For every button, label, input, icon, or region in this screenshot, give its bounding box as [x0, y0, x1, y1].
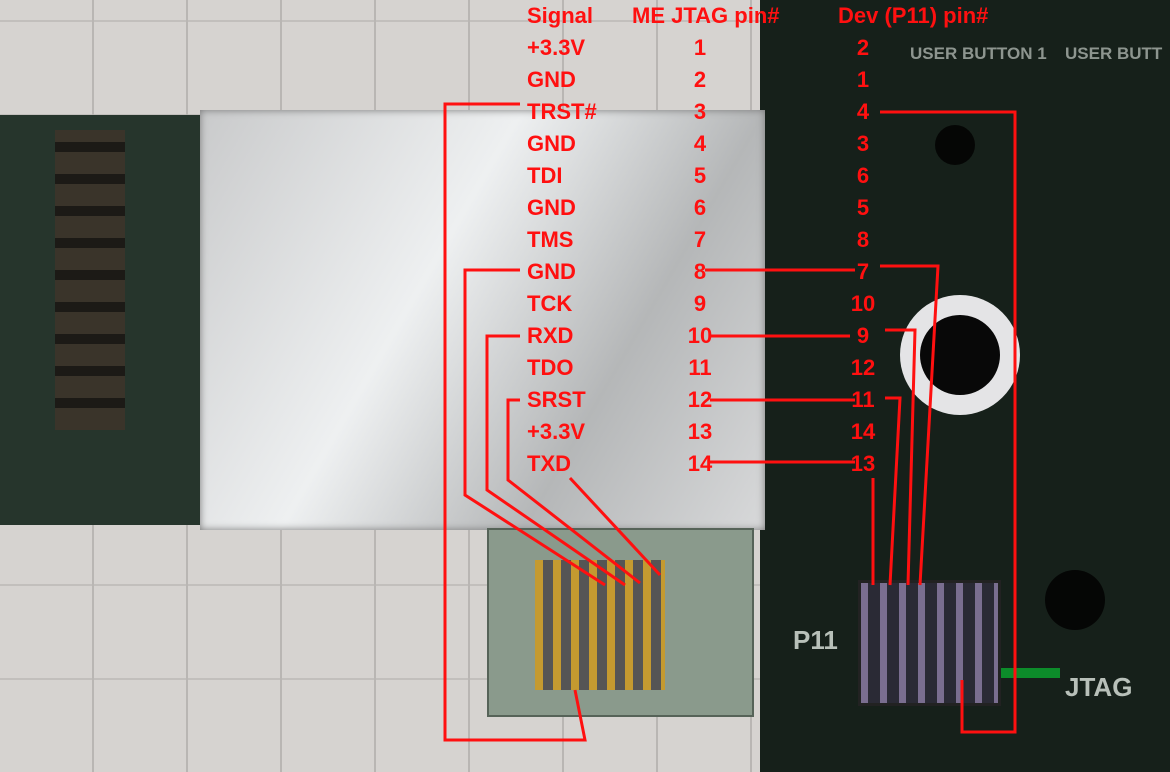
p11-connector — [858, 580, 1001, 706]
signal-cell: GND — [527, 259, 576, 284]
dev-pin-cell: 9 — [856, 323, 870, 348]
signal-cell: GND — [527, 67, 576, 92]
silk-jtag: JTAG — [1065, 672, 1133, 702]
signal-cell: +3.3V — [527, 419, 586, 444]
signal-cell: TCK — [527, 291, 573, 316]
dev-pin-cell: 3 — [856, 131, 870, 156]
silk-user-button-2: USER BUTT — [1065, 44, 1163, 63]
me-pin-cell: 3 — [693, 99, 707, 124]
me-pin-cell: 11 — [688, 355, 712, 380]
line-rxd-left — [485, 334, 626, 587]
me-pin-cell: 2 — [693, 67, 707, 92]
dev-pin-cell: 14 — [850, 419, 876, 444]
me-pin-cell: 10 — [687, 323, 713, 348]
me-pin-cell: 13 — [687, 419, 713, 444]
me-pin-cell: 9 — [693, 291, 707, 316]
mounting-hole — [935, 125, 975, 165]
line-trst-right — [880, 110, 1017, 734]
pcb-trace — [1000, 668, 1060, 678]
dev-pin-cell: 12 — [850, 355, 876, 380]
dev-pin-cell: 11 — [851, 387, 875, 412]
header-me-pin: ME JTAG pin# — [632, 3, 780, 28]
line-rxd-right — [885, 328, 917, 586]
header-dev-pin: Dev (P11) pin# — [838, 3, 989, 28]
me-pin-cell: 14 — [687, 451, 713, 476]
left-header — [55, 130, 125, 430]
me-pin-cell: 4 — [693, 131, 707, 156]
signal-cell: GND — [527, 131, 576, 156]
me-pin-cell: 12 — [687, 387, 713, 412]
signal-cell: +3.3V — [527, 35, 586, 60]
me-pin-cell: 8 — [693, 259, 707, 284]
line-srst-right — [885, 396, 902, 586]
line-gnd-left — [463, 268, 606, 587]
me-pin-cell: 5 — [693, 163, 707, 188]
line-txd-left — [568, 476, 662, 577]
line-srst-left — [506, 398, 641, 585]
line-trst-left — [443, 102, 587, 742]
header-signal: Signal — [527, 3, 594, 28]
me-pin-cell: 1 — [693, 35, 707, 60]
signal-cell: TMS — [527, 227, 574, 252]
signal-cell: SRST — [527, 387, 586, 412]
silk-user-button-1: USER BUTTON 1 — [910, 44, 1047, 63]
me-pin-cell: 7 — [693, 227, 707, 252]
dev-pin-cell: 2 — [856, 35, 870, 60]
line-gnd-right — [880, 264, 940, 586]
signal-cell: TDO — [527, 355, 574, 380]
signal-cell: TRST# — [527, 99, 597, 124]
silk-p11: P11 — [793, 625, 838, 655]
dev-pin-cell: 1 — [856, 67, 870, 92]
dev-pin-cell: 4 — [856, 99, 870, 124]
dev-pin-cell: 10 — [850, 291, 876, 316]
mounting-hole — [1045, 570, 1105, 630]
me-pin-cell: 6 — [693, 195, 707, 220]
dev-pin-cell: 6 — [856, 163, 870, 188]
metal-shield — [200, 110, 765, 530]
dev-pin-cell: 8 — [856, 227, 870, 252]
signal-cell: RXD — [527, 323, 574, 348]
signal-cell: TDI — [527, 163, 563, 188]
signal-cell: TXD — [527, 451, 571, 476]
dev-pin-cell: 7 — [856, 259, 870, 284]
signal-cell: GND — [527, 195, 576, 220]
dev-pin-cell: 5 — [856, 195, 870, 220]
dev-pin-cell: 13 — [850, 451, 876, 476]
